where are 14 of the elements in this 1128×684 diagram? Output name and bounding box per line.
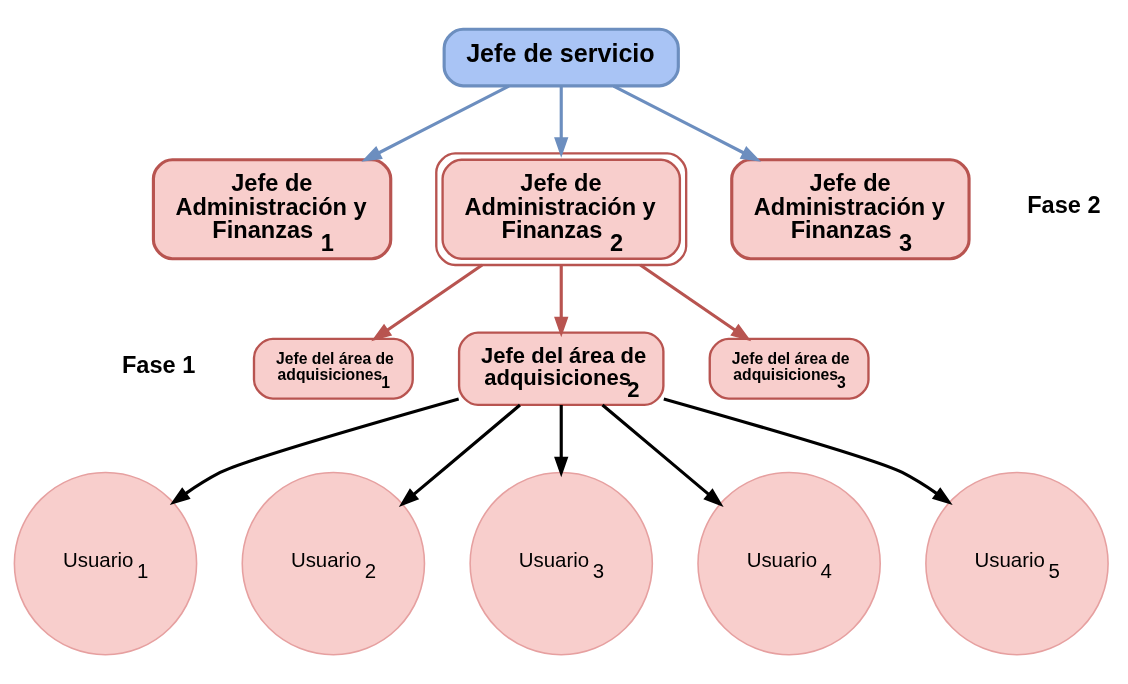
arrow <box>371 263 484 342</box>
arrow <box>361 84 510 162</box>
arrow <box>554 265 569 338</box>
arrow <box>601 403 724 507</box>
node-box: Jefe de servicio <box>442 27 680 88</box>
arrow <box>554 405 569 478</box>
arrow <box>398 403 521 507</box>
arrow <box>554 86 569 158</box>
arrow <box>639 263 752 342</box>
arrow <box>612 84 762 162</box>
label: Fase 1 <box>121 351 196 378</box>
arrow <box>663 397 953 505</box>
arrow <box>169 397 460 505</box>
label: Fase 2 <box>1027 192 1101 219</box>
